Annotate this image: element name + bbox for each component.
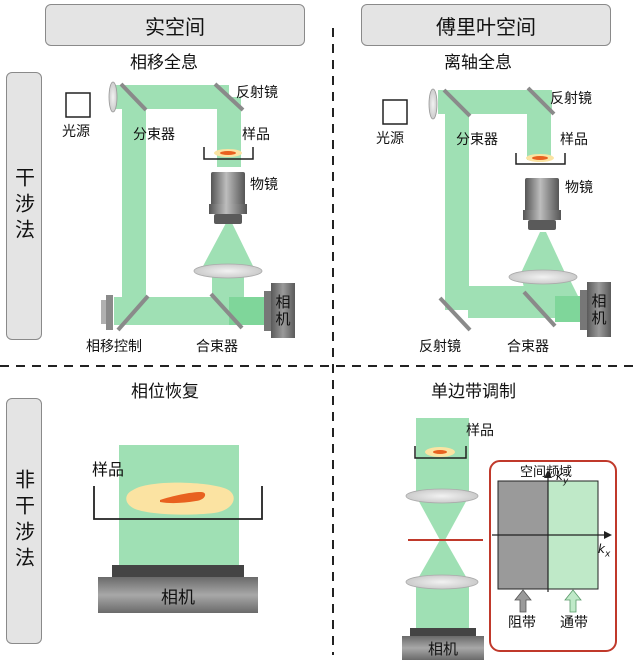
ky-subscript: y xyxy=(562,476,569,487)
beam-combiner-icon xyxy=(209,292,244,330)
label-beam-splitter: 分束器 xyxy=(133,127,175,143)
label-kx: kx xyxy=(598,543,610,559)
label-mirror-bottom: 反射镜 xyxy=(419,339,461,355)
objective-icon xyxy=(209,172,247,224)
phase-control-mirror-icon xyxy=(116,294,150,332)
camera-icon xyxy=(402,636,484,660)
kx-text: k xyxy=(598,542,605,556)
beam-diverging-cone xyxy=(416,540,469,582)
lens-upper-icon xyxy=(405,488,479,504)
kx-arrowhead-icon xyxy=(604,531,612,539)
beam-sample-vertical xyxy=(527,94,551,160)
lens-icon xyxy=(428,88,438,120)
row-label-non-interferometric: 非干涉法 xyxy=(6,398,42,644)
kx-subscript: x xyxy=(604,549,611,560)
mirror-top-right-icon xyxy=(526,86,556,116)
beam-left-vertical xyxy=(445,102,469,310)
camera-text: 相机 xyxy=(427,639,458,658)
label-sample: 样品 xyxy=(92,460,125,479)
beam-converging-cone xyxy=(416,496,469,540)
camera-text: 相机 xyxy=(589,292,608,327)
camera-sensor-icon xyxy=(410,628,476,636)
title-off-axis: 离轴全息 xyxy=(444,53,512,73)
mirror-bottom-left-icon xyxy=(438,296,472,332)
camera-text: 相机 xyxy=(161,587,195,608)
label-objective: 物镜 xyxy=(250,177,278,193)
beam-objective-cone xyxy=(520,232,566,275)
sample-tray-icon xyxy=(515,153,566,165)
label-sample: 样品 xyxy=(466,423,494,439)
ky-text: k xyxy=(556,469,563,483)
label-phase-control: 相移控制 xyxy=(86,339,142,355)
row-label-interferometric: 干涉法 xyxy=(6,72,42,340)
sample-orange xyxy=(220,151,236,155)
beam-objective-cone xyxy=(202,223,254,268)
label-camera: 相机 xyxy=(402,636,484,660)
camera-icon xyxy=(580,282,611,337)
phase-control-base-icon xyxy=(101,300,106,324)
phase-control-actuator-icon xyxy=(106,295,113,330)
sample-tray-icon xyxy=(203,147,254,160)
beam-splitter-top-icon xyxy=(442,88,472,118)
arrow-up-icon xyxy=(564,589,582,613)
lens-lower-icon xyxy=(508,269,578,285)
label-spatial-frequency-domain: 空间频域 xyxy=(520,465,573,480)
lens-lower-icon xyxy=(193,263,263,279)
objective-icon xyxy=(523,178,561,230)
sample-tray-icon xyxy=(93,486,263,520)
label-light-source: 光源 xyxy=(62,124,90,140)
camera-sensor-icon xyxy=(112,565,244,577)
lens-lower-icon xyxy=(405,574,479,590)
phase-retrieval-setup xyxy=(93,445,263,613)
label-beam-splitter: 分束器 xyxy=(456,132,498,148)
beam-splitter-top-icon xyxy=(119,82,148,112)
sample-tray-icon xyxy=(414,446,467,459)
ky-arrowhead-icon xyxy=(544,470,552,478)
beam-left-vertical xyxy=(122,97,146,325)
single-sideband-setup xyxy=(402,418,617,660)
label-mirror: 反射镜 xyxy=(550,91,592,107)
title-phase-shifting: 相移全息 xyxy=(130,53,198,73)
label-objective: 物镜 xyxy=(565,180,593,196)
light-source-box-icon xyxy=(382,99,408,125)
sample-orange xyxy=(433,450,447,454)
label-camera: 相机 xyxy=(271,283,295,338)
label-stop-band: 阻带 xyxy=(508,615,536,631)
camera-icon xyxy=(98,577,258,613)
title-phase-retrieval: 相位恢复 xyxy=(131,382,199,402)
beam-combiner-icon xyxy=(522,290,557,328)
label-light-source: 光源 xyxy=(376,131,404,147)
lens-icon xyxy=(108,81,118,113)
arrow-up-icon xyxy=(514,589,532,613)
light-source-box-icon xyxy=(65,92,91,118)
label-ky: ky xyxy=(556,470,568,486)
header-real-space: 实空间 xyxy=(45,4,305,46)
beam-bottom xyxy=(416,582,469,628)
camera-text: 相机 xyxy=(273,293,292,328)
label-mirror: 反射镜 xyxy=(236,85,278,101)
sample-orange xyxy=(160,492,206,504)
mirror-top-right-icon xyxy=(213,82,245,112)
phase-shifting-setup xyxy=(65,81,295,338)
label-camera: 相机 xyxy=(98,577,258,613)
sample-orange xyxy=(532,156,548,160)
beam-top xyxy=(416,418,469,496)
label-sample: 样品 xyxy=(560,132,588,148)
camera-icon xyxy=(264,283,295,338)
header-fourier-space: 傅里叶空间 xyxy=(361,4,611,46)
label-sample: 样品 xyxy=(242,127,270,143)
label-camera: 相机 xyxy=(587,282,611,337)
title-single-sideband: 单边带调制 xyxy=(431,382,516,402)
label-pass-band: 通带 xyxy=(560,615,588,631)
off-axis-setup xyxy=(382,86,611,337)
label-beam-combiner: 合束器 xyxy=(196,339,238,355)
label-beam-combiner: 合束器 xyxy=(507,339,549,355)
